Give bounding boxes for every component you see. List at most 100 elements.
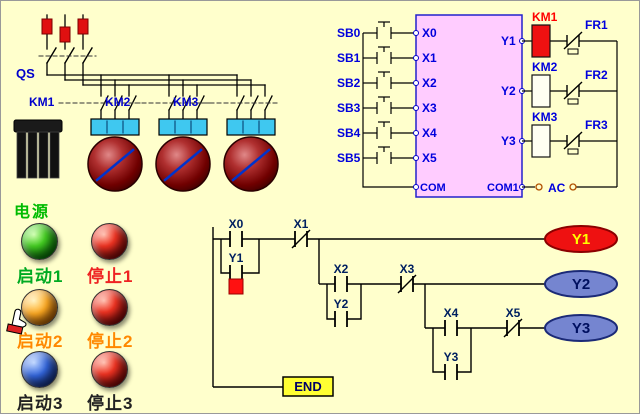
- ladder-label-x3: X3: [400, 262, 415, 276]
- motor-icons: [87, 136, 279, 192]
- fr1-label: FR1: [585, 18, 608, 32]
- pushbutton-symbol-sb5[interactable]: [363, 146, 416, 164]
- output-wiring: [522, 40, 618, 188]
- sb3-label: SB3: [337, 101, 361, 115]
- km1-coil-label: KM1: [532, 10, 558, 24]
- qs-label: QS: [16, 66, 35, 81]
- hand-cursor-icon: [6, 308, 27, 335]
- fr2-label: FR2: [585, 68, 608, 82]
- x5-terminal-label: X5: [422, 151, 437, 165]
- start-3-button[interactable]: [21, 351, 58, 388]
- ladder-contact-y1-seal: [229, 265, 243, 281]
- plc-terminals: [413, 30, 525, 190]
- start-2-button[interactable]: [21, 289, 58, 326]
- stop-2-label: 停止2: [87, 332, 134, 351]
- ladder-label-x5: X5: [506, 306, 521, 320]
- phase-buses: [46, 74, 266, 86]
- x3-terminal-label: X3: [422, 101, 437, 115]
- output-coil-y3: [544, 314, 618, 342]
- power-label: 电源: [14, 204, 51, 221]
- y1-terminal-label: Y1: [501, 34, 516, 48]
- input-wiring: [363, 21, 416, 164]
- com-terminal-label: COM: [420, 182, 446, 194]
- x1-terminal-label: X1: [422, 51, 437, 65]
- sb0-label: SB0: [337, 26, 361, 40]
- pushbutton-symbol-sb2[interactable]: [363, 71, 416, 89]
- ladder-label-x2: X2: [334, 262, 349, 276]
- fr3-label: FR3: [585, 118, 608, 132]
- ladder-label-x0: X0: [229, 217, 244, 231]
- ladder-contact-y2-seal: [334, 311, 348, 327]
- end-label: END: [294, 379, 321, 394]
- y2-terminal-label: Y2: [501, 84, 516, 98]
- km2-branch-label: KM2: [105, 95, 131, 109]
- ladder-label-y1-seal: Y1: [229, 251, 244, 265]
- ac-terminal-left: [535, 183, 543, 191]
- ladder-contact-x4: [444, 320, 458, 336]
- pushbutton-symbol-sb3[interactable]: [363, 96, 416, 114]
- pushbutton-symbol-sb4[interactable]: [363, 121, 416, 139]
- plc-box: [415, 14, 523, 198]
- coil-y1-label: Y1: [572, 231, 590, 248]
- y3-terminal-label: Y3: [501, 134, 516, 148]
- coil-y2-label: Y2: [572, 276, 590, 293]
- km1-branch-label: KM1: [29, 95, 55, 109]
- ladder-diagram: X0 X1 Y1 X2 X3 Y2 X4 X5 Y3 Y1 Y2 Y3 END: [212, 217, 618, 397]
- km2-coil-label: KM2: [532, 60, 558, 74]
- stop-3-button[interactable]: [91, 351, 128, 388]
- end-block: [282, 376, 334, 397]
- km3-coil: [531, 124, 551, 158]
- sb1-label: SB1: [337, 51, 361, 65]
- stop-3-label: 停止3: [87, 394, 134, 413]
- y1-contact-energized-indicator: [228, 278, 244, 295]
- fr3-contact-symbol: [563, 131, 583, 155]
- ladder-contact-bars: [229, 229, 523, 380]
- ac-label: AC: [548, 181, 566, 195]
- stop-1-label: 停止1: [87, 267, 134, 286]
- ladder-contact-x5-nc: [503, 318, 523, 338]
- pushbutton-symbol-sb1[interactable]: [363, 46, 416, 64]
- com1-terminal-label: COM1: [487, 182, 519, 194]
- fr1-contact-symbol: [563, 31, 583, 55]
- km3-branch-label: KM3: [173, 95, 199, 109]
- pushbutton-symbol-sb0[interactable]: [363, 21, 416, 39]
- switch-handle-icon: [13, 119, 63, 179]
- ladder-contact-x3-nc: [397, 274, 417, 294]
- start-3-label: 启动3: [17, 394, 64, 413]
- coil-y3-label: Y3: [572, 320, 590, 337]
- ladder-wires: [212, 227, 545, 388]
- ladder-contact-y3-seal: [444, 364, 458, 380]
- km2-coil: [531, 74, 551, 108]
- ladder-contact-x1-nc: [291, 229, 311, 249]
- start-1-button[interactable]: [21, 223, 58, 260]
- terminal-blocks: [90, 118, 276, 136]
- km1-coil: [531, 24, 551, 58]
- stop-1-button[interactable]: [91, 223, 128, 260]
- x4-terminal-label: X4: [422, 126, 437, 140]
- ladder-label-x1: X1: [294, 217, 309, 231]
- km3-coil-label: KM3: [532, 110, 558, 124]
- ac-terminal-right: [569, 183, 577, 191]
- sb2-label: SB2: [337, 76, 361, 90]
- x2-terminal-label: X2: [422, 76, 437, 90]
- output-coil-y1: [544, 225, 618, 253]
- ladder-contact-x0: [229, 231, 243, 247]
- ladder-label-x4: X4: [444, 306, 459, 320]
- start-2-label: 启动2: [17, 332, 64, 351]
- thermal-relay-symbols: [563, 31, 583, 155]
- input-common-bus: [362, 33, 416, 188]
- start-1-label: 启动1: [17, 267, 64, 286]
- ladder-label-y3-seal: Y3: [444, 350, 459, 364]
- fr2-contact-symbol: [563, 81, 583, 105]
- contactor-branches: [58, 74, 278, 120]
- sb4-label: SB4: [337, 126, 361, 140]
- output-coil-y2: [544, 270, 618, 298]
- plc-wiring-diagram: SB0 SB1 SB2 SB3 SB4 SB5 X0 X1 X2 X3 X4 X…: [337, 10, 618, 198]
- stop-2-button[interactable]: [91, 289, 128, 326]
- ladder-label-y2-seal: Y2: [334, 297, 349, 311]
- qs-switch-icon[interactable]: [38, 47, 97, 64]
- sb5-label: SB5: [337, 151, 361, 165]
- fuse-icon: [41, 18, 89, 43]
